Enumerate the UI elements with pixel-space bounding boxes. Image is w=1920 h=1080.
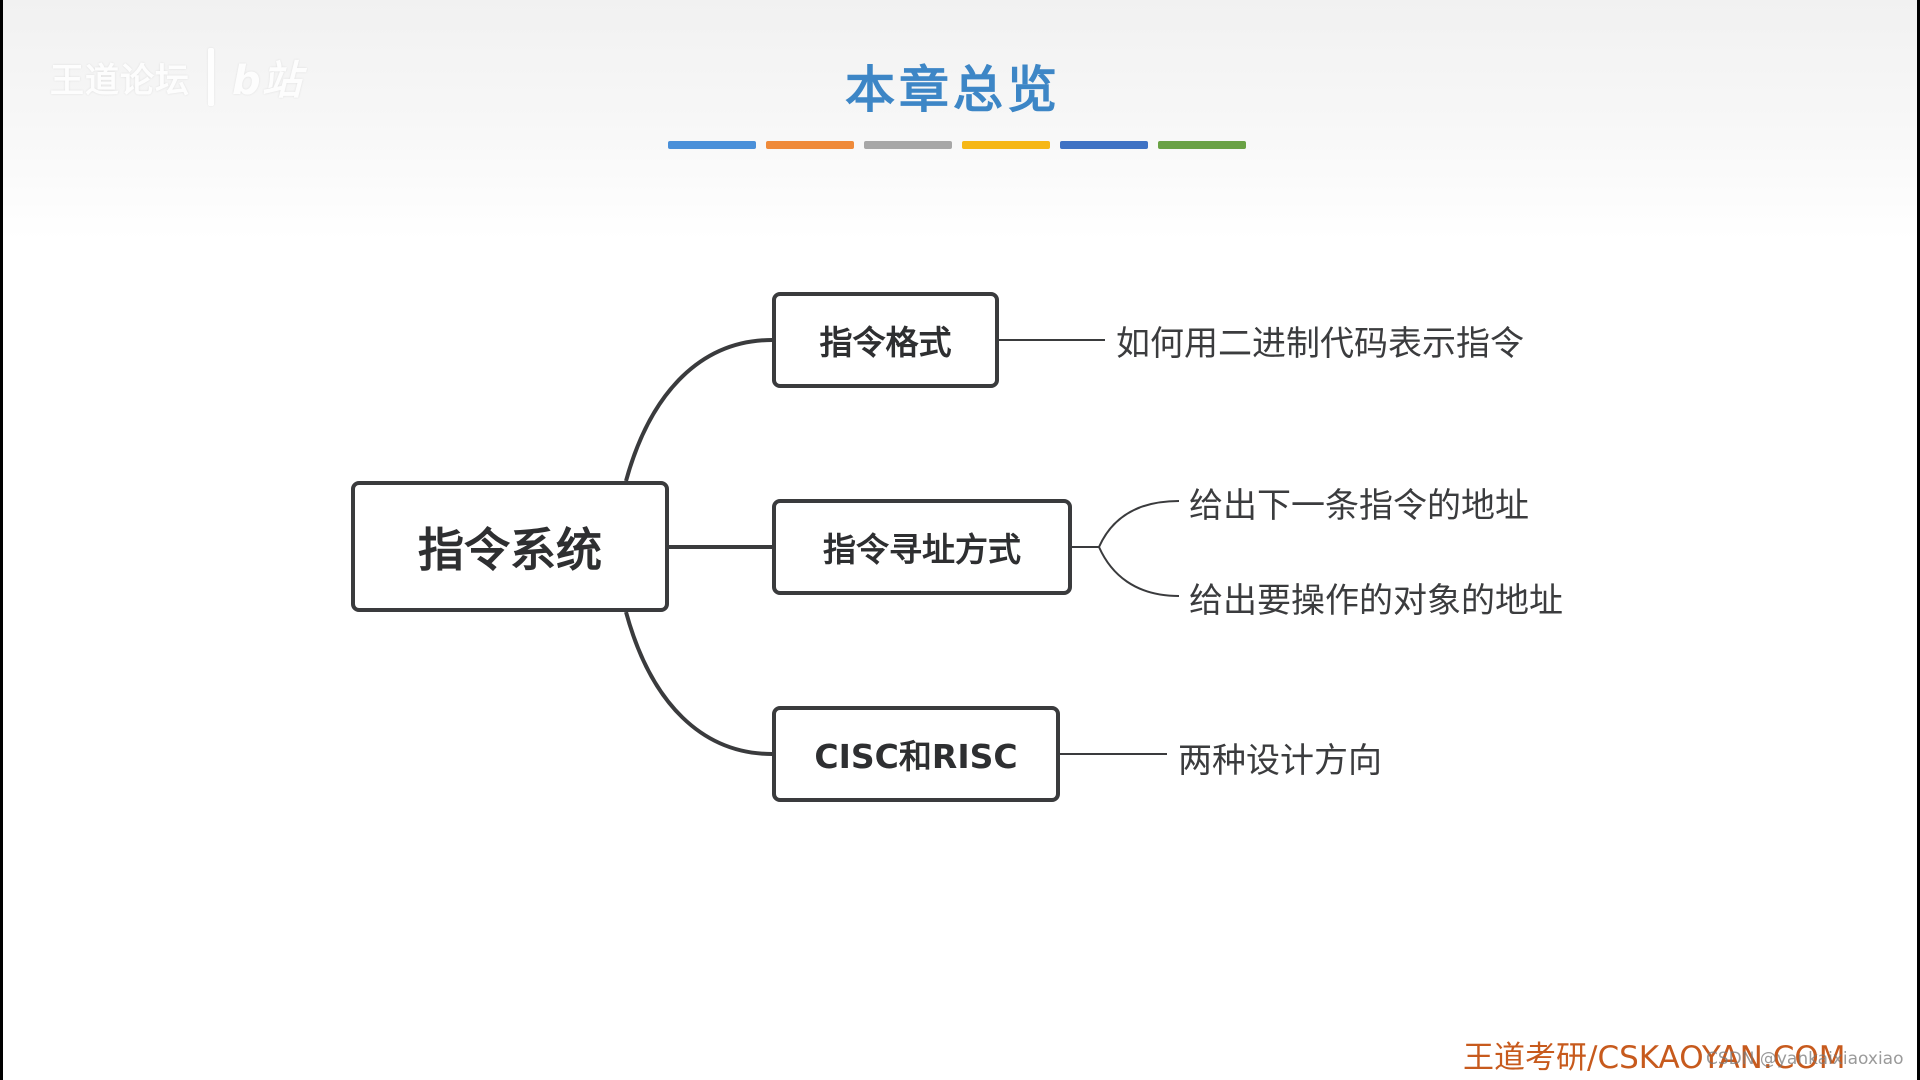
footer-credit: CSDN @yankaixiaoxiao <box>1706 1049 1904 1069</box>
color-bar-strip <box>668 141 1246 149</box>
slide: 王道论坛 b站 本章总览 指令系统 指令格式 指令寻址方式 CISC和RISC … <box>3 0 1917 1080</box>
color-bar-4 <box>962 141 1050 149</box>
connector-root-branch-3 <box>624 611 773 756</box>
slide-title: 本章总览 <box>845 60 1061 119</box>
mindmap-connectors <box>624 338 1180 756</box>
mindmap-root-node: 指令系统 <box>351 481 669 612</box>
leaf-next-instruction-address: 给出下一条指令的地址 <box>1189 486 1529 526</box>
branch-node-addressing-modes: 指令寻址方式 <box>772 499 1072 595</box>
leaf-design-directions: 两种设计方向 <box>1178 741 1382 781</box>
watermark-text: 王道论坛 <box>50 60 190 101</box>
color-bar-2 <box>766 141 854 149</box>
connector-branch-2-leaf-2 <box>1098 546 1180 597</box>
watermark-logo: 王道论坛 b站 <box>50 48 303 106</box>
color-bar-3 <box>864 141 952 149</box>
connector-branch-2-leaf-1 <box>1072 500 1180 548</box>
leaf-operand-address: 给出要操作的对象的地址 <box>1189 581 1563 621</box>
footer-brand: 王道考研/CSKAOYAN.COM <box>1463 1040 1846 1076</box>
watermark-text-2: b站 <box>232 58 303 104</box>
watermark-divider <box>208 48 214 106</box>
color-bar-6 <box>1158 141 1246 149</box>
color-bar-1 <box>668 141 756 149</box>
branch-node-instruction-format: 指令格式 <box>772 292 999 388</box>
connector-root-branch-1 <box>624 338 773 482</box>
color-bar-5 <box>1060 141 1148 149</box>
leaf-binary-representation: 如何用二进制代码表示指令 <box>1116 324 1524 364</box>
branch-node-cisc-risc: CISC和RISC <box>772 706 1060 802</box>
